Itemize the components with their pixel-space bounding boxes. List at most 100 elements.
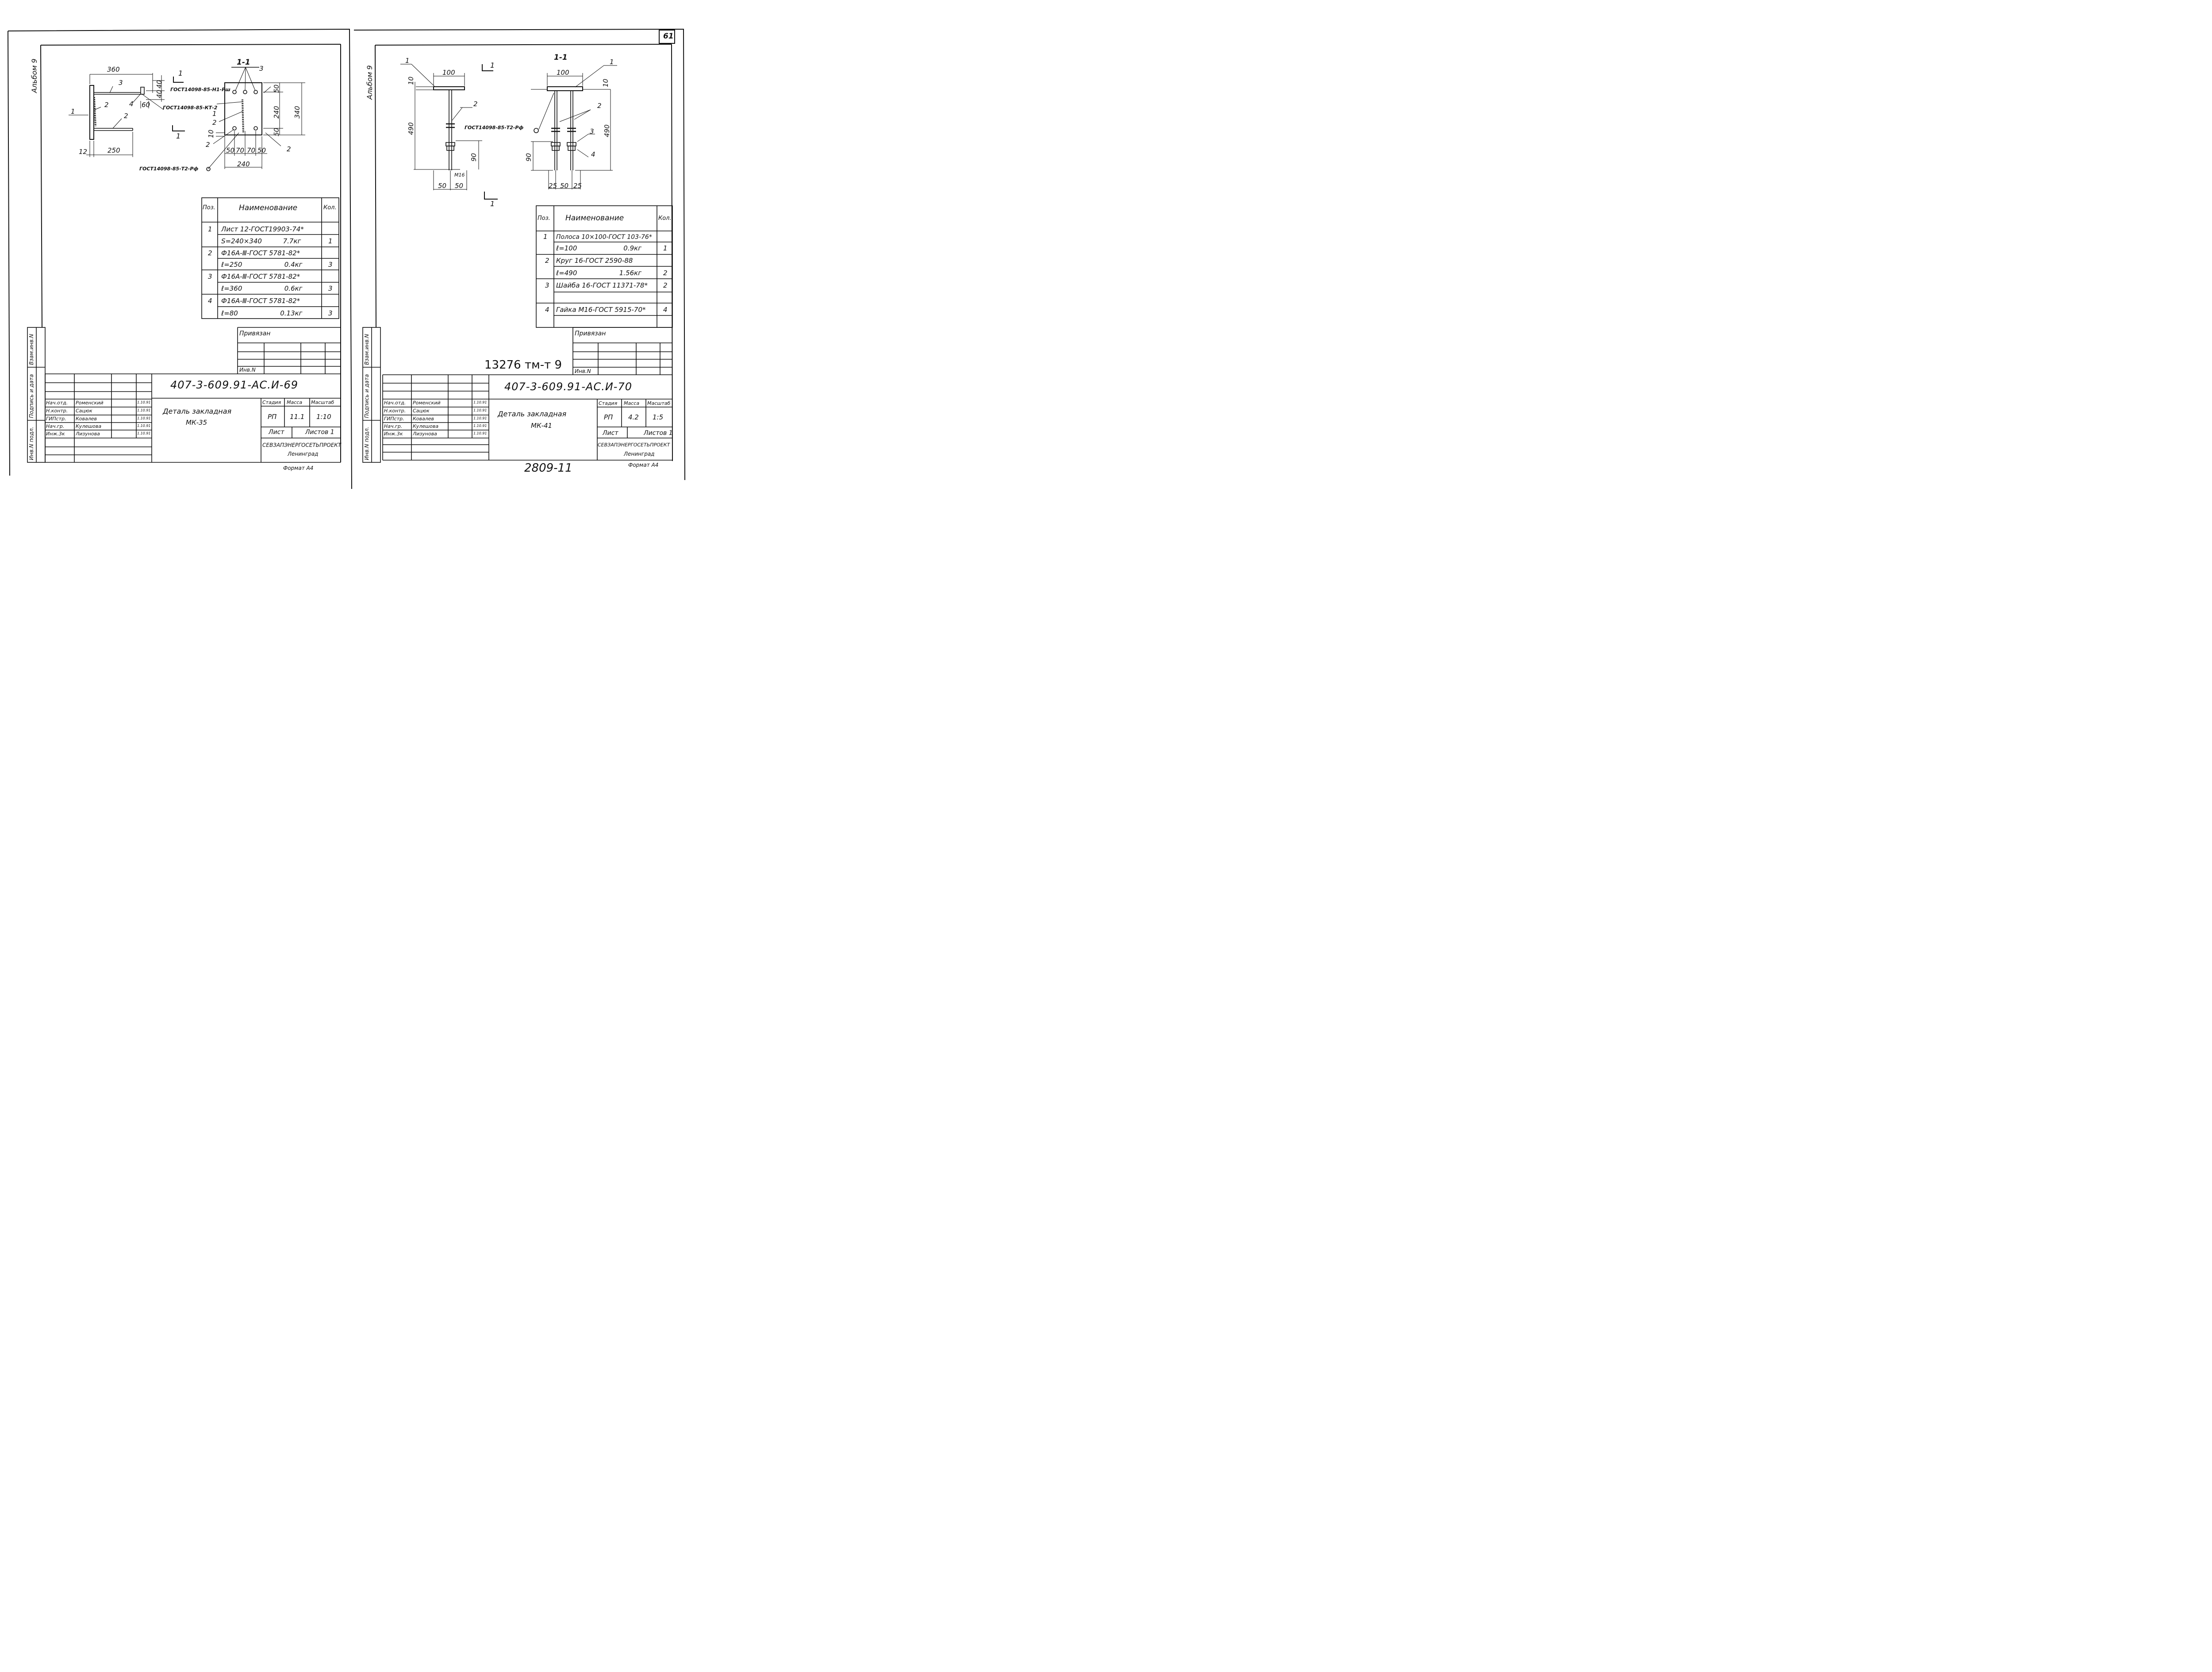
- org-name-right: СЕВЗАПЭНЕРГОСЕТЬПРОЕКТ: [598, 442, 670, 448]
- dim-90-front: 90: [525, 153, 533, 161]
- spec-row-pos-right: 1: [543, 233, 548, 241]
- staff-role-right: Нач.отд.: [384, 400, 406, 406]
- dim-60: 60: [142, 101, 150, 109]
- stage-value: РП: [268, 413, 277, 421]
- staff-date-right: 1.10.91: [473, 431, 487, 435]
- ref-1: 1: [71, 108, 75, 115]
- sheets-label: Листов 1: [305, 429, 334, 436]
- staff-role: Н.контр.: [46, 408, 68, 414]
- ref-3-right: 3: [590, 127, 594, 135]
- ref-2: 2: [104, 101, 109, 109]
- stage-value-right: РП: [604, 413, 613, 421]
- gost-t2-label-left: ГОСТ14098-85-Т2-Рф: [139, 166, 199, 172]
- spec-header-qty-right: Кол.: [658, 215, 672, 222]
- spec-header-pos-right: Поз.: [538, 215, 550, 222]
- dim-70-b: 70: [247, 146, 256, 154]
- spec-header-name-right: Наименование: [565, 214, 624, 223]
- dim-50-front: 50: [560, 182, 569, 190]
- spec-header-qty: Кол.: [323, 204, 337, 211]
- left-section-title: 1-1: [237, 58, 250, 67]
- org-name: СЕВЗАПЭНЕРГОСЕТЬПРОЕКТ: [262, 442, 342, 448]
- mass-value: 11.1: [290, 413, 305, 421]
- dim-40b: 40: [155, 89, 163, 98]
- spec-row-qty-right: 4: [663, 306, 668, 314]
- title-line1-left: Деталь закладная: [163, 407, 232, 415]
- title-line1-right: Деталь закладная: [498, 410, 567, 418]
- spec-row-pos: 2: [208, 249, 212, 257]
- stage-header-right: Стадия: [599, 400, 618, 406]
- staff-name: Ковалев: [76, 416, 97, 422]
- drawing-linework: [8, 28, 685, 489]
- scale-header: Масштаб: [311, 400, 334, 405]
- spec-row-qty: 3: [328, 261, 333, 269]
- staff-name: Кулешова: [76, 423, 102, 429]
- dim-50-side-b: 50: [455, 182, 464, 190]
- spec-row-qty: 3: [328, 309, 333, 317]
- ref-4: 4: [129, 100, 134, 108]
- spec-row-name: Ф16А-Ⅲ-ГОСТ 5781-82*: [221, 297, 300, 305]
- right-cut-label-top: 1: [490, 61, 495, 69]
- dim-240-vertical: 240: [273, 106, 280, 119]
- bottom-number: 2809-11: [524, 461, 572, 475]
- side-podpis-right: Подпись и дата: [364, 374, 370, 418]
- spec-row-qty: 3: [328, 284, 333, 292]
- side-vzam: Взам.инв.N: [28, 334, 35, 365]
- spec-row-name-right: ℓ=100 0.9кг: [556, 244, 642, 252]
- spec-row-pos-right: 3: [545, 281, 549, 289]
- right-section-title: 1-1: [554, 53, 568, 62]
- inv-label-right: Инв.N: [575, 368, 591, 374]
- side-podpis: Подпись и дата: [28, 374, 35, 418]
- spec-row-qty-right: 2: [663, 281, 668, 289]
- archive-stamp: 13276 тм-т 9: [484, 358, 562, 372]
- dim-490-front: 490: [603, 124, 611, 137]
- spec-row-name: Ф16А-Ⅲ-ГОСТ 5781-82*: [221, 273, 300, 281]
- right-album-label: Альбом 9: [365, 65, 374, 100]
- left-cut-label-bottom: 1: [176, 132, 181, 140]
- privyazan-label: Привязан: [239, 330, 271, 337]
- spec-row-name: Лист 12-ГОСТ19903-74*: [221, 225, 304, 233]
- staff-name: Лизунова: [76, 431, 100, 437]
- ref-1-right: 1: [405, 57, 410, 65]
- dim-250: 250: [108, 146, 120, 154]
- scale-value-right: 1:5: [653, 413, 664, 421]
- dim-50-c: 50: [226, 146, 235, 154]
- ref-2b-right: 2: [597, 102, 602, 110]
- dim-10-side: 10: [407, 76, 415, 85]
- spec-row-name: ℓ=80 0.13кг: [221, 309, 303, 317]
- spec-header-pos: Поз.: [203, 204, 215, 211]
- spec-row-qty: 1: [328, 237, 333, 245]
- side-inv-podl-right: Инв.N подл.: [364, 427, 370, 460]
- mass-value-right: 4.2: [628, 413, 639, 421]
- staff-date: 1.10.91: [137, 424, 151, 428]
- ref-4-right: 4: [591, 150, 595, 158]
- dim-490-side: 490: [407, 122, 415, 135]
- dim-25-b: 25: [573, 182, 582, 190]
- staff-date-right: 1.10.91: [473, 408, 487, 412]
- staff-name: Роменский: [76, 400, 104, 406]
- doc-code-left: 407-3-609.91-АС.И-69: [170, 379, 298, 391]
- org-city-right: Ленинград: [624, 451, 655, 457]
- sheet-label-right: Лист: [603, 430, 618, 437]
- sheet-label: Лист: [269, 429, 284, 436]
- scale-value: 1:10: [316, 413, 331, 421]
- spec-row-pos-right: 2: [545, 257, 549, 265]
- sheets-label-right: Листов 1: [644, 430, 673, 437]
- ref-2b: 2: [124, 112, 128, 120]
- right-cut-label-bottom: 1: [490, 200, 495, 208]
- staff-date-right: 1.10.91: [473, 424, 487, 428]
- ref-2c: 2: [212, 119, 217, 127]
- spec-row-qty-right: 1: [663, 244, 668, 252]
- dim-360: 360: [107, 65, 120, 73]
- scale-header-right: Масштаб: [647, 400, 671, 406]
- staff-name-right: Сацюк: [413, 408, 430, 414]
- gost-h1-label: ГОСТ14098-85-Н1-Рш: [170, 87, 230, 92]
- ref-1b-right: 1: [610, 58, 614, 66]
- doc-code-right: 407-3-609.91-АС.И-70: [504, 381, 632, 393]
- ref-2e: 2: [287, 145, 291, 153]
- gost-t2-label-right: ГОСТ14098-85-Т2-Рф: [465, 125, 524, 131]
- side-inv-podl: Инв.N подл.: [28, 427, 35, 460]
- dim-25-a: 25: [549, 182, 557, 190]
- page-number: 61: [663, 32, 674, 41]
- dim-50-d: 50: [257, 146, 266, 154]
- staff-date: 1.10.91: [137, 408, 151, 412]
